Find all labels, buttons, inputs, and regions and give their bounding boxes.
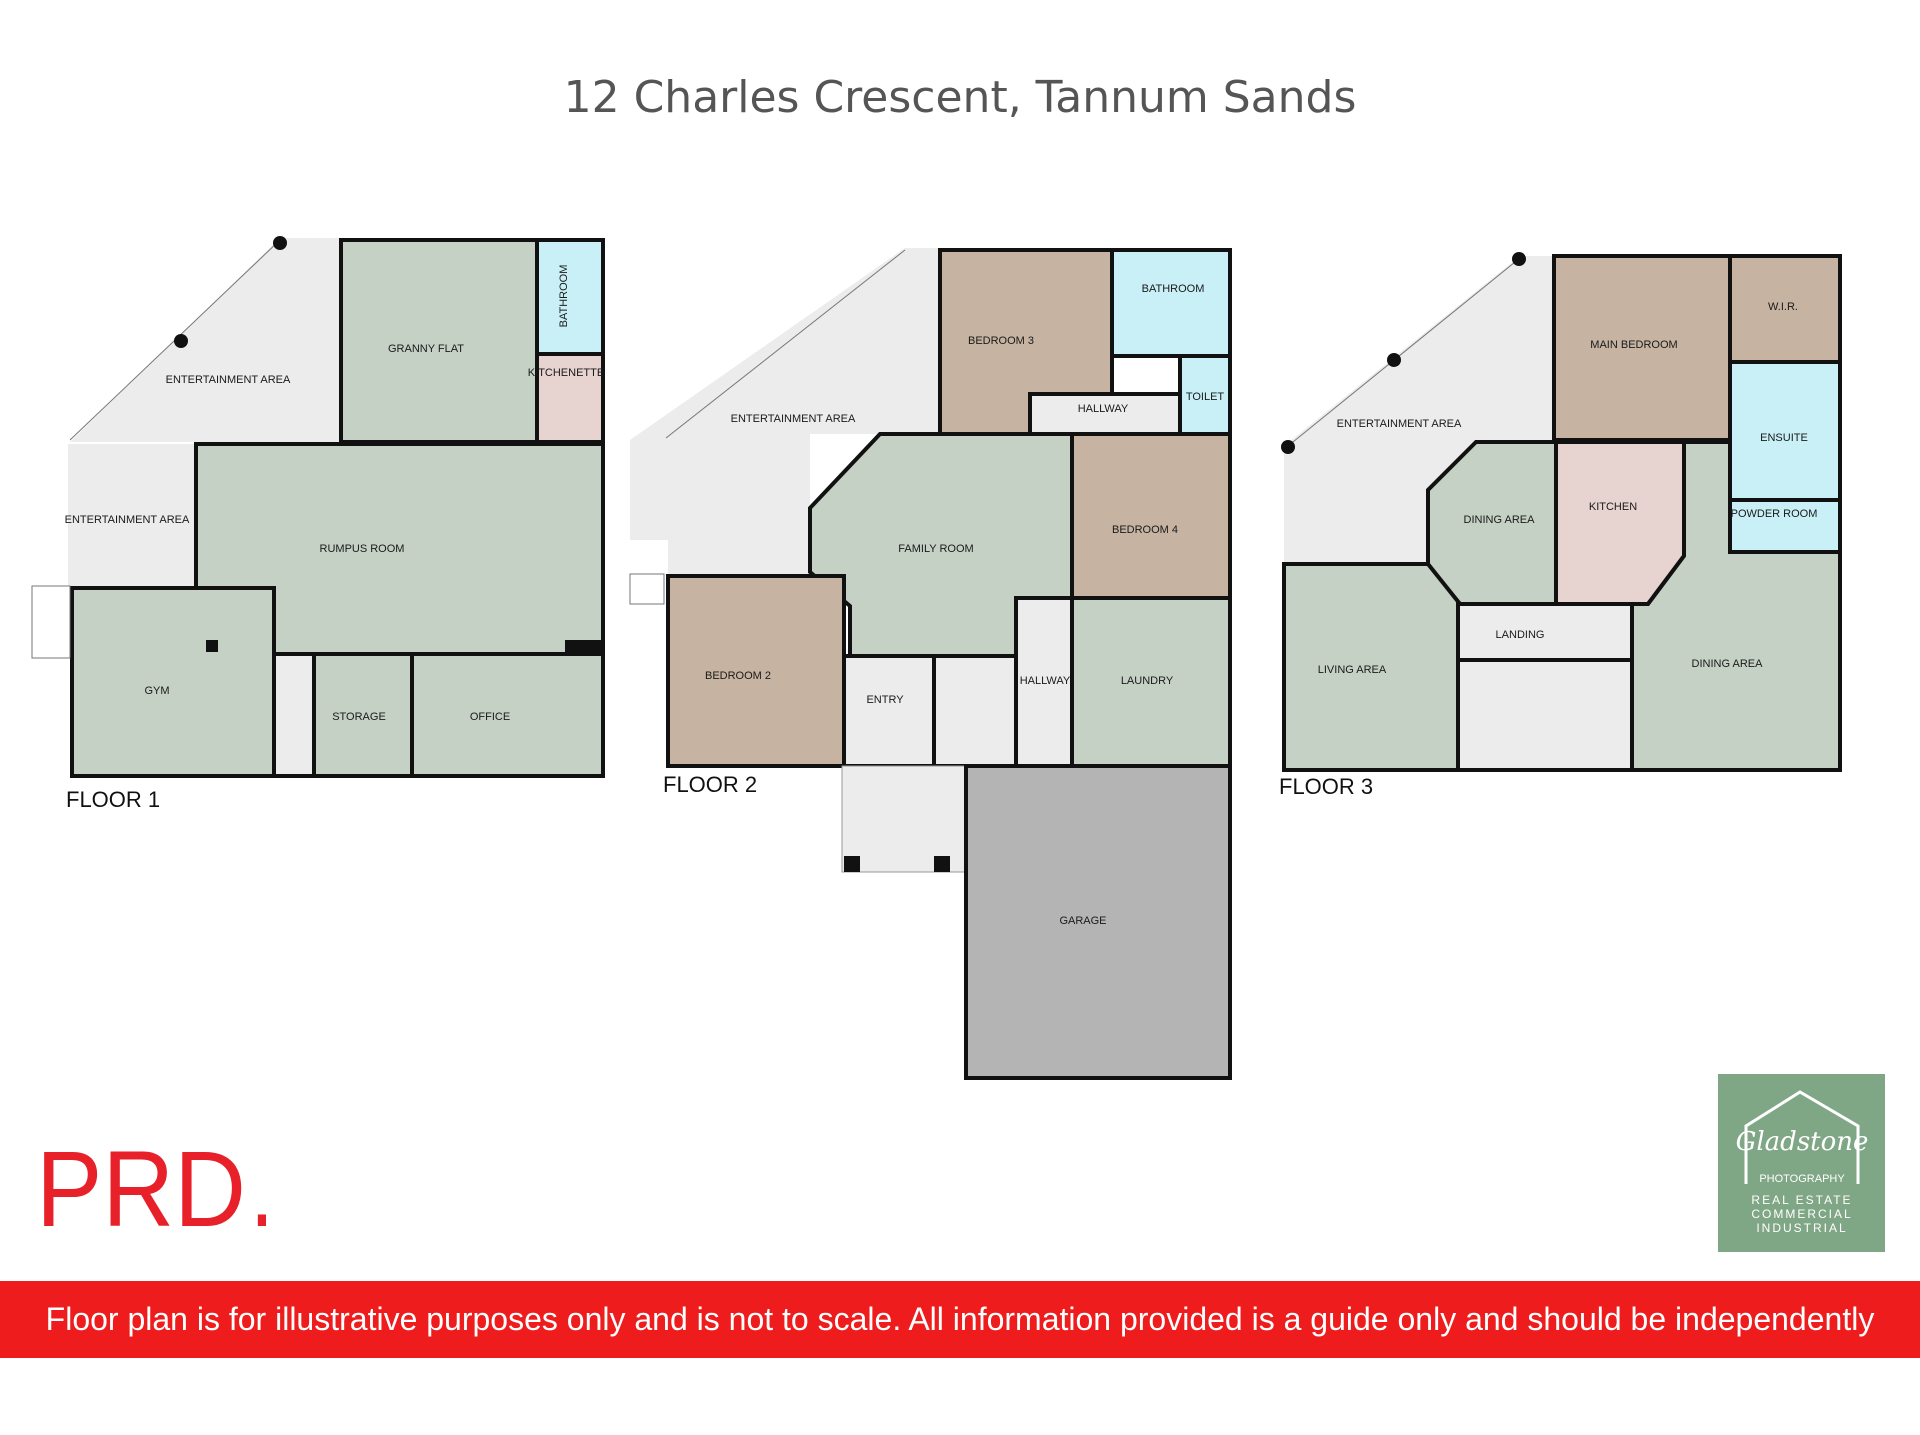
f3-stair [1456, 658, 1634, 772]
room-label: ENTRY [866, 694, 904, 706]
f3-diag-wall [1287, 257, 1521, 447]
f3-landing [1456, 602, 1634, 662]
room-label: MAIN BEDROOM [1590, 339, 1677, 351]
floor-2 [629, 248, 1232, 1080]
f3-post-3 [1281, 440, 1295, 454]
room-label: ENSUITE [1760, 432, 1808, 444]
f2-laundry [1070, 596, 1232, 768]
room-label: LAUNDRY [1121, 675, 1174, 687]
f1-column-2 [565, 640, 601, 652]
f2-entry [842, 654, 936, 768]
room-label: BATHROOM [558, 265, 570, 328]
floor-3-label: FLOOR 3 [1279, 774, 1373, 799]
f1-column [206, 640, 218, 652]
f2-toilet [1178, 354, 1232, 436]
badge-line3: COMMERCIAL [1751, 1207, 1852, 1221]
house-icon [1744, 1090, 1860, 1184]
room-label: TOILET [1186, 391, 1225, 403]
badge-line2: REAL ESTATE [1751, 1193, 1852, 1207]
room-label: GRANNY FLAT [388, 343, 464, 355]
f3-post [1512, 252, 1526, 266]
floor-3 [1281, 252, 1842, 772]
room-label: GARAGE [1059, 915, 1106, 927]
f1-entertainment-area [70, 238, 340, 442]
room-label: ENTERTAINMENT AREA [731, 413, 856, 425]
f1-entertainment-area-2 [68, 444, 196, 586]
prd-logo: PRD . [36, 1130, 266, 1240]
room-label: DINING AREA [1692, 658, 1764, 670]
room-label: POWDER ROOM [1731, 508, 1818, 520]
f1-post-2 [174, 334, 188, 348]
f3-entertainment-area [1284, 256, 1554, 564]
room-label: BEDROOM 3 [968, 335, 1034, 347]
room-label: DINING AREA [1464, 514, 1536, 526]
f3-dining-area-2 [1630, 440, 1842, 772]
page-title: 12 Charles Crescent, Tannum Sands [563, 72, 1357, 123]
f3-post-2 [1387, 353, 1401, 367]
f1-side-stair [31, 585, 71, 659]
room-label: BEDROOM 2 [705, 670, 771, 682]
f2-porch [841, 765, 967, 873]
f2-stair [932, 654, 1018, 768]
room-label: GYM [144, 685, 169, 697]
room-label: LIVING AREA [1318, 664, 1387, 676]
f1-stair [272, 652, 316, 778]
prd-logo-dot: . [248, 1130, 266, 1240]
f2-entertainment-area [630, 248, 940, 574]
room-label: KITCHENETTE [528, 367, 604, 379]
floor-2-label: FLOOR 2 [663, 772, 757, 797]
f3-living-area [1282, 562, 1465, 772]
room-label: BATHROOM [1142, 283, 1205, 295]
f2-column [844, 856, 860, 872]
f1-gym [70, 586, 276, 778]
f2-garage [964, 764, 1232, 1080]
f1-bathroom [535, 238, 605, 356]
room-labels: ENTERTAINMENT AREA GRANNY FLAT BATHROOM … [65, 265, 1818, 927]
f3-wir [1728, 254, 1842, 364]
room-label: STORAGE [332, 711, 386, 723]
f1-granny-flat [339, 238, 539, 444]
floor-plan: ENTERTAINMENT AREA GRANNY FLAT BATHROOM … [31, 236, 1842, 1080]
f2-hallway [1028, 392, 1182, 436]
room-label: HALLWAY [1078, 403, 1129, 415]
room-label: RUMPUS ROOM [320, 543, 405, 555]
room-label: ENTERTAINMENT AREA [65, 514, 190, 526]
room-label: HALLWAY [1020, 675, 1071, 687]
room-label: FAMILY ROOM [898, 543, 973, 555]
room-label: W.I.R. [1768, 301, 1798, 313]
f2-bedroom-4 [1070, 432, 1232, 600]
room-label: ENTERTAINMENT AREA [1337, 418, 1462, 430]
disclaimer-banner: Floor plan is for illustrative purposes … [0, 1281, 1920, 1414]
badge-line1: PHOTOGRAPHY [1759, 1173, 1845, 1185]
f3-ensuite [1728, 360, 1842, 502]
badge-line4: INDUSTRIAL [1756, 1221, 1847, 1235]
room-label: ENTERTAINMENT AREA [166, 374, 291, 386]
badge-script: Gladstone [1736, 1127, 1869, 1157]
f2-bedroom-2 [666, 574, 846, 768]
room-label: BEDROOM 4 [1112, 524, 1178, 536]
prd-logo-text: PRD [36, 1130, 246, 1240]
room-label: LANDING [1496, 629, 1545, 641]
f2-column-2 [934, 856, 950, 872]
f2-bathroom [1110, 248, 1232, 358]
room-label: OFFICE [470, 711, 510, 723]
f1-post [273, 236, 287, 250]
floor-1 [31, 236, 605, 778]
f2-side-stair [629, 573, 665, 605]
f2-diag-wall [665, 249, 906, 439]
room-label: KITCHEN [1589, 501, 1637, 513]
f1-office [410, 652, 605, 778]
floor-1-label: FLOOR 1 [66, 787, 160, 812]
gladstone-photography-logo: Gladstone PHOTOGRAPHY REAL ESTATE COMMER… [1718, 1074, 1885, 1252]
